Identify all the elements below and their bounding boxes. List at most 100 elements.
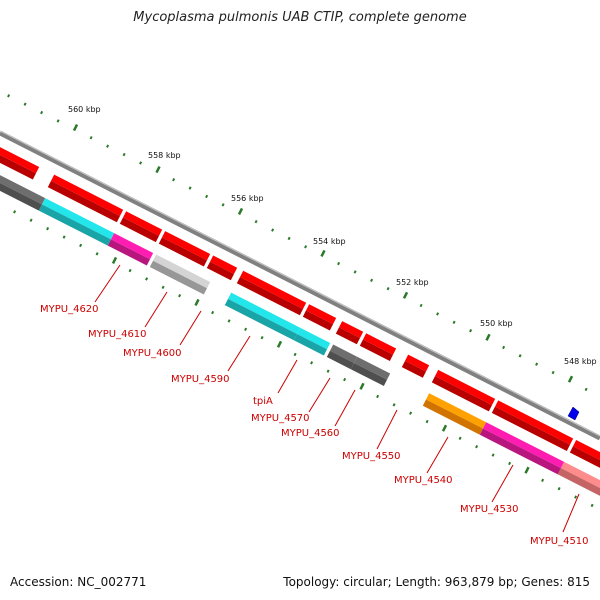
feature-block-14[interactable] [38, 198, 115, 246]
minor-tick [392, 403, 396, 407]
major-tick [524, 466, 530, 474]
feature-block-19[interactable] [326, 344, 358, 370]
minor-tick [353, 270, 357, 274]
minor-tick [62, 235, 66, 239]
feature-block-6[interactable] [302, 304, 337, 331]
kbp-label-552: 552 kbp [396, 278, 429, 287]
gene-label-mypu-4510[interactable]: MYPU_4510 [530, 536, 589, 547]
feature-block-18[interactable] [293, 327, 331, 356]
major-tick [72, 124, 79, 132]
minor-tick [557, 486, 561, 491]
kbp-label-548: 548 kbp [564, 357, 597, 366]
gene-label-mypu-4550[interactable]: MYPU_4550 [342, 451, 401, 462]
feature-block-17[interactable] [224, 292, 301, 341]
feature-block-2[interactable] [119, 211, 163, 243]
gene-label-mypu-4590[interactable]: MYPU_4590 [171, 374, 230, 385]
minor-tick [475, 445, 479, 449]
minor-tick [502, 345, 506, 350]
minor-tick [293, 352, 297, 357]
major-tick [237, 207, 244, 216]
minor-tick [211, 310, 215, 315]
minor-tick [469, 328, 473, 333]
minor-tick [491, 453, 495, 457]
major-tick [111, 256, 118, 265]
minor-tick [178, 294, 182, 298]
kbp-label-558: 558 kbp [148, 151, 181, 160]
feature-block-23[interactable] [557, 461, 600, 510]
minor-tick [541, 478, 545, 482]
gene-label-mypu-4540[interactable]: MYPU_4540 [394, 475, 453, 486]
feature-block-9[interactable] [401, 354, 430, 378]
feature-block-13[interactable] [0, 161, 46, 211]
minor-tick [326, 369, 330, 373]
feature-block-5[interactable] [236, 270, 307, 316]
map-title: Mycoplasma pulmonis UAB CTIP, complete g… [133, 10, 467, 25]
minor-tick [145, 277, 149, 281]
minor-tick [172, 178, 176, 182]
minor-tick [23, 102, 27, 106]
minor-tick [518, 354, 522, 358]
blue-marker-icon[interactable] [567, 406, 580, 421]
feature-block-21[interactable] [422, 393, 487, 435]
minor-tick [7, 94, 11, 98]
major-tick [194, 298, 200, 306]
kbp-label-550: 550 kbp [480, 319, 513, 328]
gene-label-mypu-4600[interactable]: MYPU_4600 [123, 348, 182, 359]
minor-tick [244, 327, 248, 331]
minor-tick [508, 461, 512, 466]
minor-tick [584, 387, 588, 392]
minor-tick [161, 285, 165, 290]
minor-tick [436, 312, 440, 316]
minor-tick [271, 228, 275, 232]
gene-label-mypu-4620[interactable]: MYPU_4620 [40, 304, 99, 315]
gene-label-mypu-4610[interactable]: MYPU_4610 [88, 329, 147, 340]
minor-tick [40, 110, 44, 115]
minor-tick [574, 495, 578, 499]
gene-label-mypu-4570[interactable]: MYPU_4570 [251, 413, 310, 424]
minor-tick [337, 261, 341, 266]
feature-block-22[interactable] [479, 422, 565, 475]
minor-tick [227, 319, 231, 323]
feature-block-11[interactable] [491, 400, 574, 451]
major-tick [485, 333, 491, 341]
genome-summary-text: Topology: circular; Length: 963,879 bp; … [283, 575, 590, 589]
minor-tick [95, 252, 99, 256]
minor-tick [386, 287, 390, 291]
minor-tick [425, 419, 429, 424]
feature-block-16[interactable] [149, 254, 211, 295]
minor-tick [551, 370, 555, 375]
kbp-label-554: 554 kbp [313, 237, 346, 246]
major-tick [567, 375, 574, 383]
minor-tick [128, 268, 132, 273]
backbone-highlight [0, 130, 600, 437]
gene-label-tpia[interactable]: tpiA [253, 396, 273, 407]
gene-label-mypu-4560[interactable]: MYPU_4560 [281, 428, 340, 439]
minor-tick [46, 226, 50, 231]
feature-block-20[interactable] [350, 356, 391, 386]
feature-block-3[interactable] [158, 231, 211, 267]
backbone-line [0, 130, 600, 441]
feature-block-10[interactable] [431, 369, 496, 412]
feature-block-8[interactable] [359, 333, 397, 362]
minor-tick [254, 219, 258, 224]
gene-label-mypu-4530[interactable]: MYPU_4530 [460, 504, 519, 515]
feature-block-4[interactable] [206, 255, 238, 281]
minor-tick [376, 394, 380, 399]
minor-tick [409, 411, 413, 415]
minor-tick [260, 335, 264, 340]
minor-tick [458, 436, 462, 441]
minor-tick [419, 303, 423, 308]
feature-block-7[interactable] [335, 321, 364, 345]
major-tick [155, 165, 161, 174]
minor-tick [89, 136, 93, 140]
major-tick [359, 382, 365, 390]
minor-tick [13, 210, 17, 214]
minor-tick [287, 236, 291, 241]
feature-blocks [0, 133, 600, 510]
feature-block-1[interactable] [47, 174, 124, 223]
feature-block-0[interactable] [0, 133, 40, 180]
feature-block-15[interactable] [107, 233, 154, 266]
minor-tick [79, 243, 83, 248]
kbp-labels: 560 kbp 558 kbp 556 kbp 554 kbp 552 kbp … [68, 105, 597, 366]
